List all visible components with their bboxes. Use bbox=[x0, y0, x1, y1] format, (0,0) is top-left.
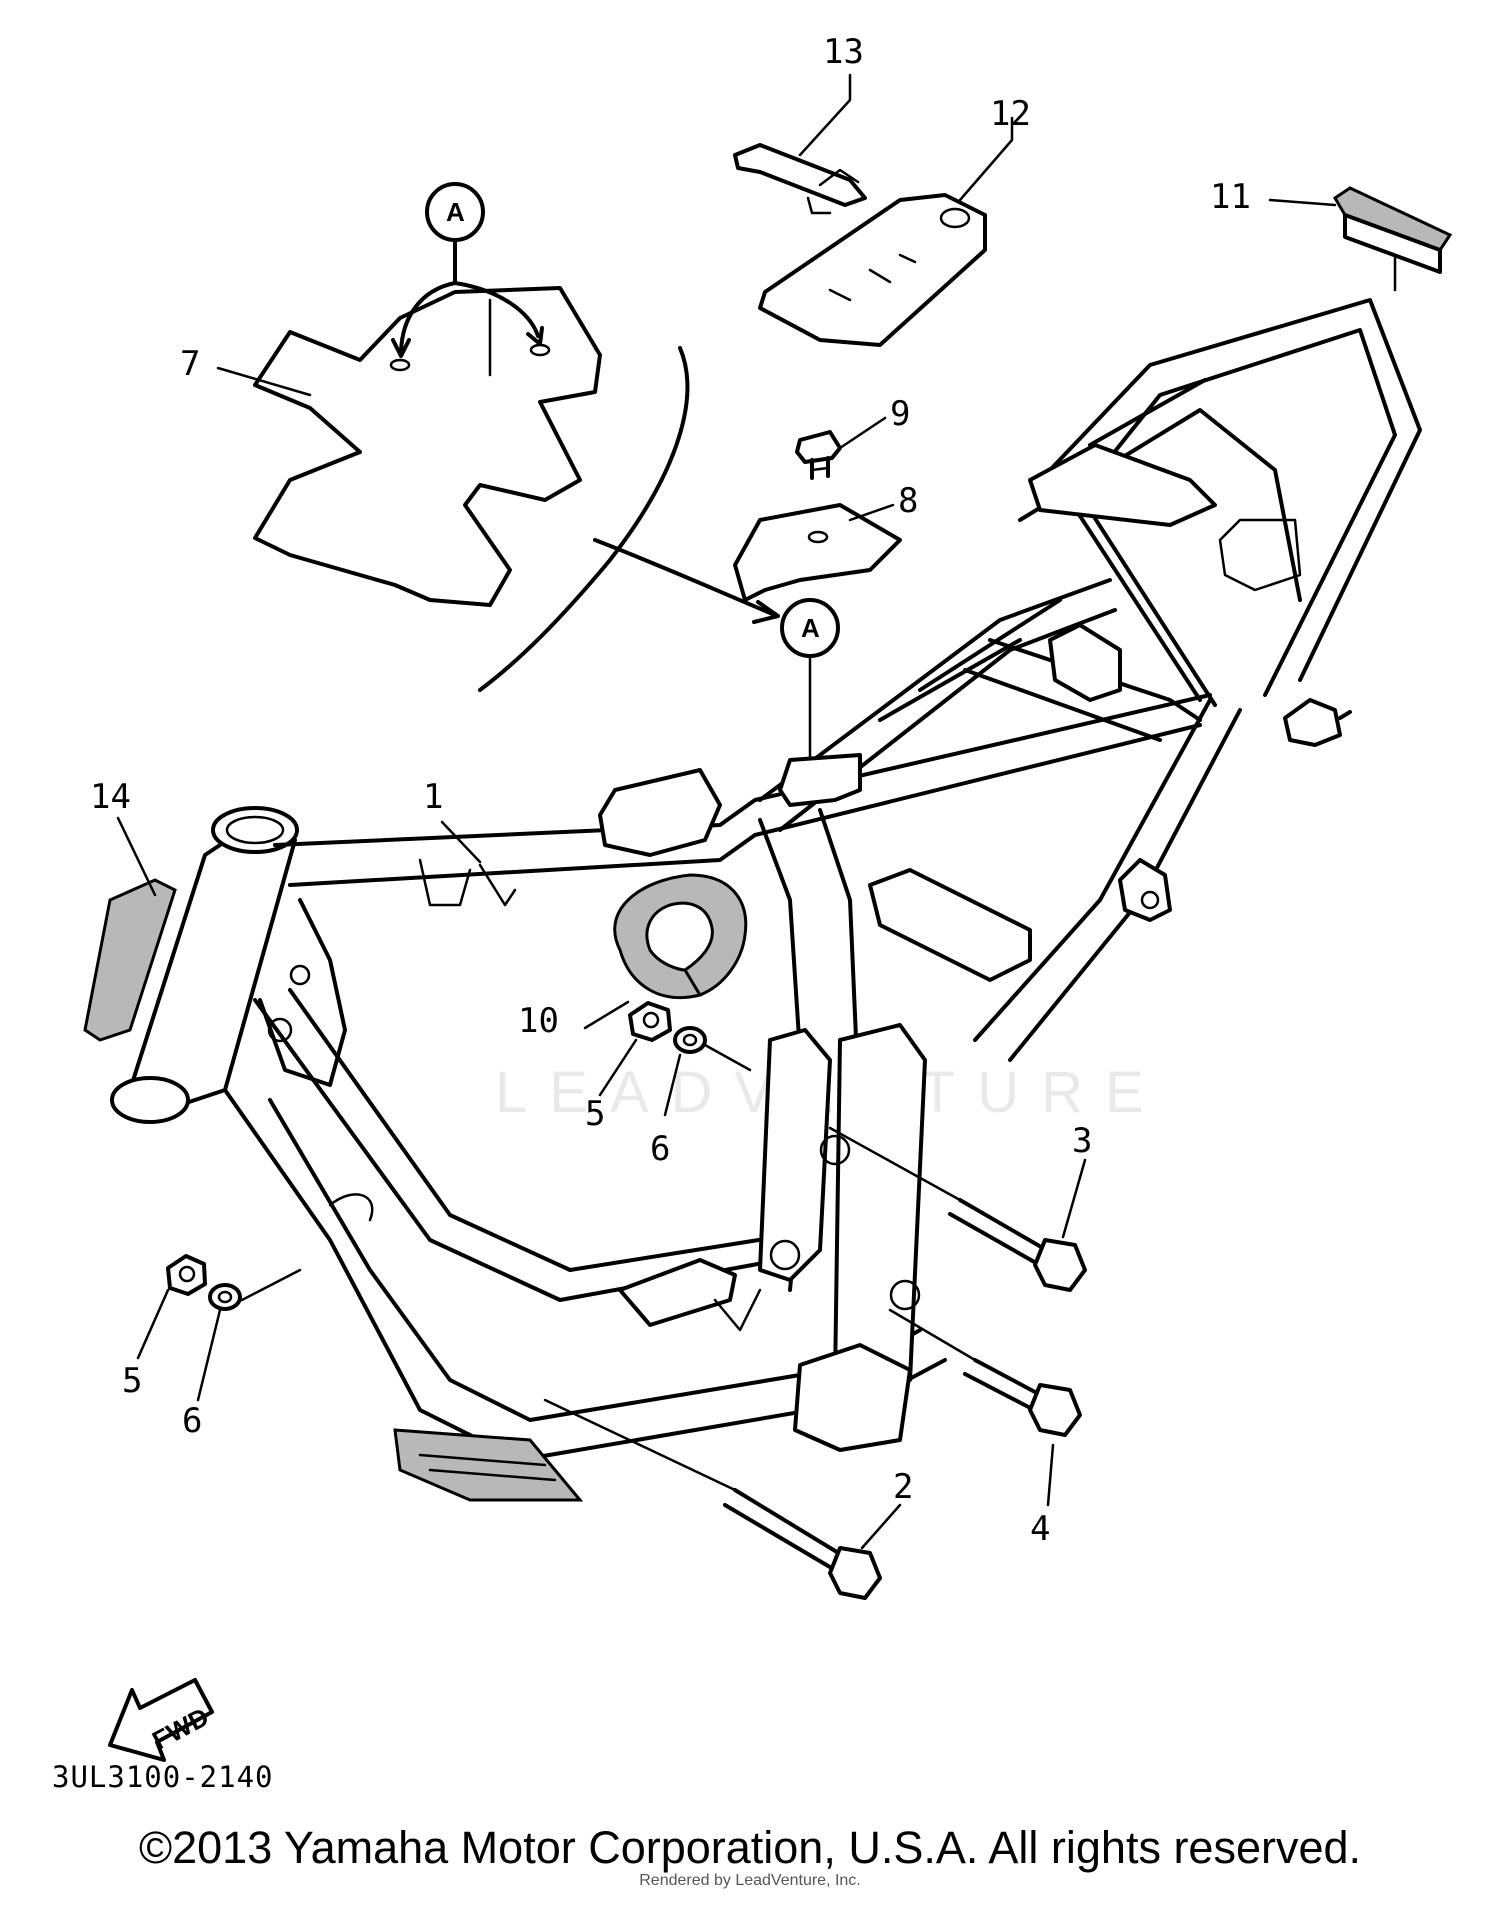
part-7-protector-plate bbox=[253, 286, 602, 607]
callout-13: 13 bbox=[823, 32, 864, 72]
callout-6b: 6 bbox=[182, 1401, 202, 1441]
callout-2: 2 bbox=[893, 1467, 913, 1507]
callout-7: 7 bbox=[180, 344, 200, 384]
callout-12: 12 bbox=[990, 94, 1031, 134]
callout-9: 9 bbox=[890, 394, 910, 434]
part-9-bolt bbox=[795, 430, 842, 480]
callout-10: 10 bbox=[518, 1001, 559, 1041]
part-5-nut-upper bbox=[628, 1001, 672, 1042]
part-6-washer-upper bbox=[673, 1026, 707, 1054]
reference-marker-a-center: A bbox=[780, 598, 840, 797]
part-5-nut-lower bbox=[166, 1254, 207, 1296]
rendered-by-notice: Rendered by LeadVenture, Inc. bbox=[639, 1872, 861, 1889]
part-4-bolt bbox=[888, 1308, 1082, 1437]
part-1-frame bbox=[110, 298, 1422, 1502]
callout-5b: 5 bbox=[122, 1361, 142, 1401]
part-3-bolt bbox=[828, 1126, 1087, 1292]
bracket-line bbox=[478, 346, 690, 692]
copyright-notice: ©2013 Yamaha Motor Corporation, U.S.A. A… bbox=[138, 1822, 1362, 1873]
part-10-rubber-damper bbox=[613, 873, 748, 1000]
callout-11: 11 bbox=[1210, 177, 1251, 217]
leader-arrow-to-a bbox=[593, 538, 777, 617]
leader-line-5-6-upper bbox=[703, 1043, 752, 1072]
reference-letter: A bbox=[446, 197, 465, 227]
reference-marker-a-top: A bbox=[391, 182, 544, 358]
leader-line-5-6-lower bbox=[240, 1268, 302, 1302]
diagram-code: 3UL3100-2140 bbox=[52, 1760, 274, 1794]
leader-arrowhead bbox=[752, 600, 780, 624]
part-11-damper-block bbox=[1332, 186, 1453, 274]
part-14-decal bbox=[83, 878, 177, 1042]
part-13-strap bbox=[733, 143, 867, 215]
part-8-bracket bbox=[733, 503, 902, 602]
fwd-arrow: FWD bbox=[108, 1678, 214, 1762]
part-6-washer-lower bbox=[208, 1283, 242, 1311]
part-2-bolt bbox=[543, 1398, 882, 1600]
reference-letter: A bbox=[801, 613, 820, 643]
callout-4: 4 bbox=[1030, 1509, 1050, 1549]
callout-labels: 1 2 3 4 5 6 5 6 7 8 9 10 11 12 13 14 bbox=[90, 32, 1251, 1549]
callout-1: 1 bbox=[423, 777, 443, 817]
callout-6a: 6 bbox=[650, 1129, 670, 1169]
callout-14: 14 bbox=[90, 777, 131, 817]
callout-8: 8 bbox=[898, 481, 918, 521]
part-12-tool-bag bbox=[758, 193, 987, 347]
callout-leaders bbox=[116, 73, 1397, 1550]
callout-5a: 5 bbox=[585, 1094, 605, 1134]
callout-3: 3 bbox=[1072, 1121, 1092, 1161]
